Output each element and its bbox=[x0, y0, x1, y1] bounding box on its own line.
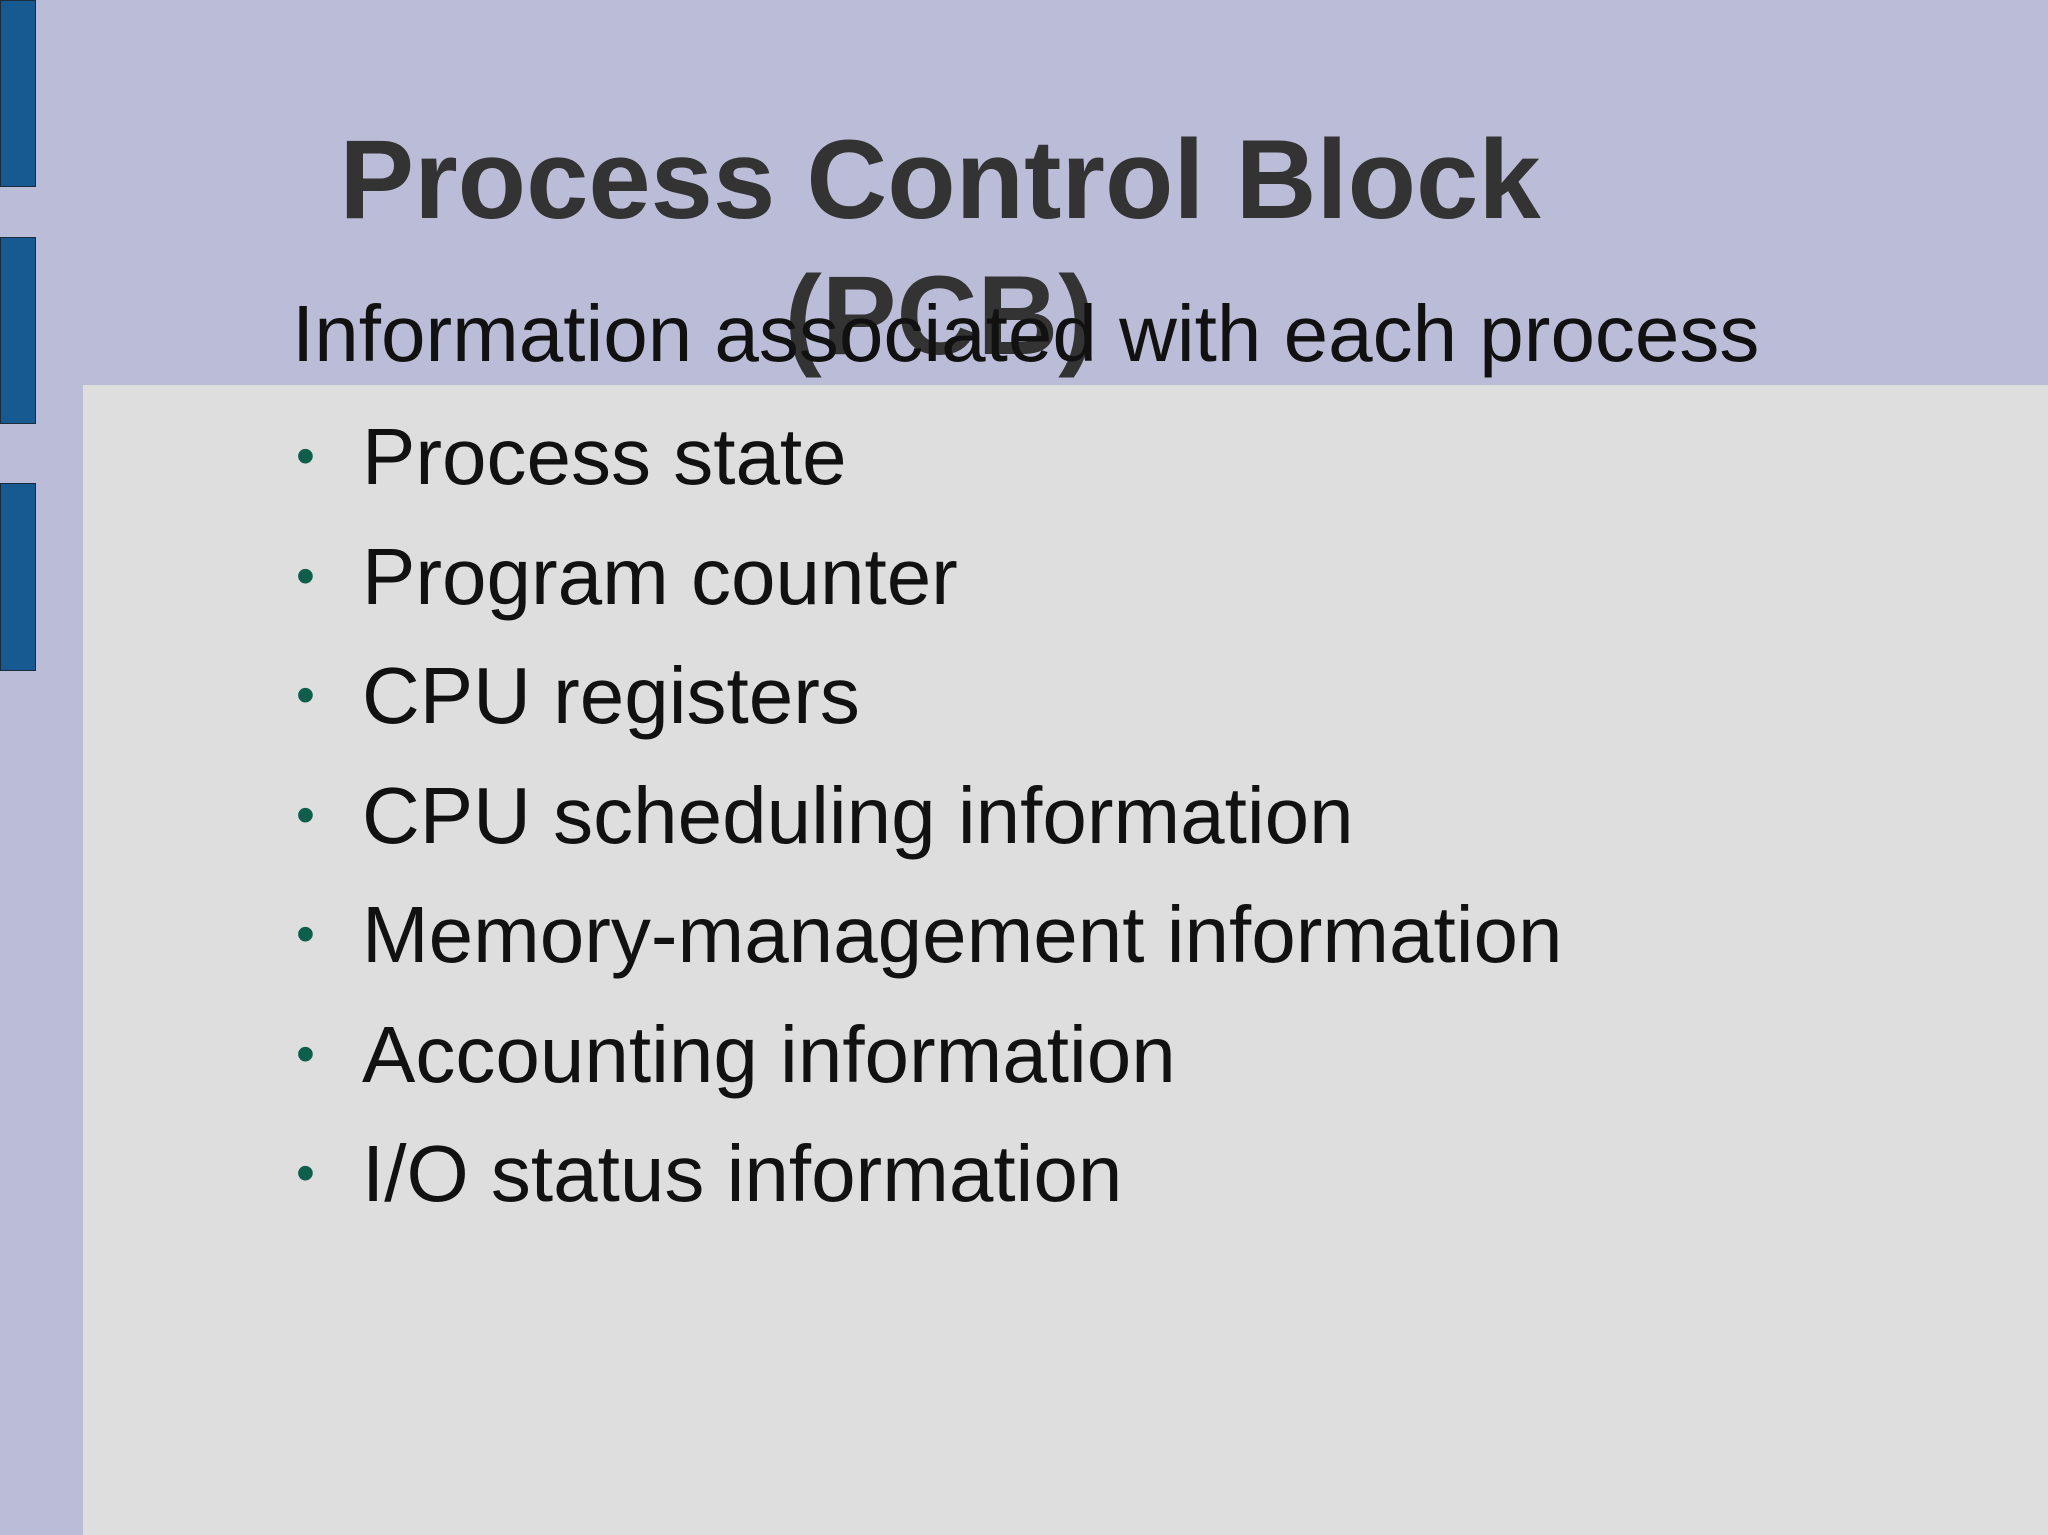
bullet-text: CPU scheduling information bbox=[362, 770, 1354, 860]
slide-body: Information associated with each process… bbox=[292, 283, 1992, 1234]
content-panel bbox=[83, 385, 2048, 1535]
list-item: • Memory-management information bbox=[292, 875, 1992, 995]
bullet-dot-icon: • bbox=[296, 1023, 315, 1084]
bullet-dot-icon: • bbox=[296, 1143, 315, 1203]
list-item: • Accounting information bbox=[292, 995, 1992, 1115]
bullet-dot-icon: • bbox=[296, 426, 315, 486]
bullet-dot-icon: • bbox=[296, 784, 315, 845]
left-accent-bar-middle bbox=[0, 237, 36, 424]
bullet-text: Memory-management information bbox=[362, 890, 1563, 979]
intro-text: Information associated with each process bbox=[292, 289, 1760, 378]
list-item: • CPU scheduling information bbox=[292, 756, 1992, 876]
bullet-text: I/O status information bbox=[362, 1129, 1123, 1218]
bullet-text: Program counter bbox=[362, 531, 958, 621]
left-accent-bar-top bbox=[0, 0, 36, 187]
bullet-list: • Process state • Program counter • CPU … bbox=[292, 397, 1992, 1234]
left-accent-bar-bottom bbox=[0, 483, 36, 671]
list-item: • Process state bbox=[292, 397, 1992, 517]
bullet-text: CPU registers bbox=[362, 651, 860, 740]
list-item: • I/O status information bbox=[292, 1114, 1992, 1234]
list-item: • CPU registers bbox=[292, 636, 1992, 756]
bullet-dot-icon: • bbox=[296, 665, 315, 725]
bullet-dot-icon: • bbox=[296, 545, 315, 606]
bullet-text: Accounting information bbox=[362, 1009, 1176, 1099]
slide-title: Process Control Block (PCB) bbox=[339, 117, 1541, 378]
bullet-dot-icon: • bbox=[296, 904, 315, 964]
bullet-text: Process state bbox=[362, 412, 847, 501]
list-item: • Program counter bbox=[292, 517, 1992, 637]
